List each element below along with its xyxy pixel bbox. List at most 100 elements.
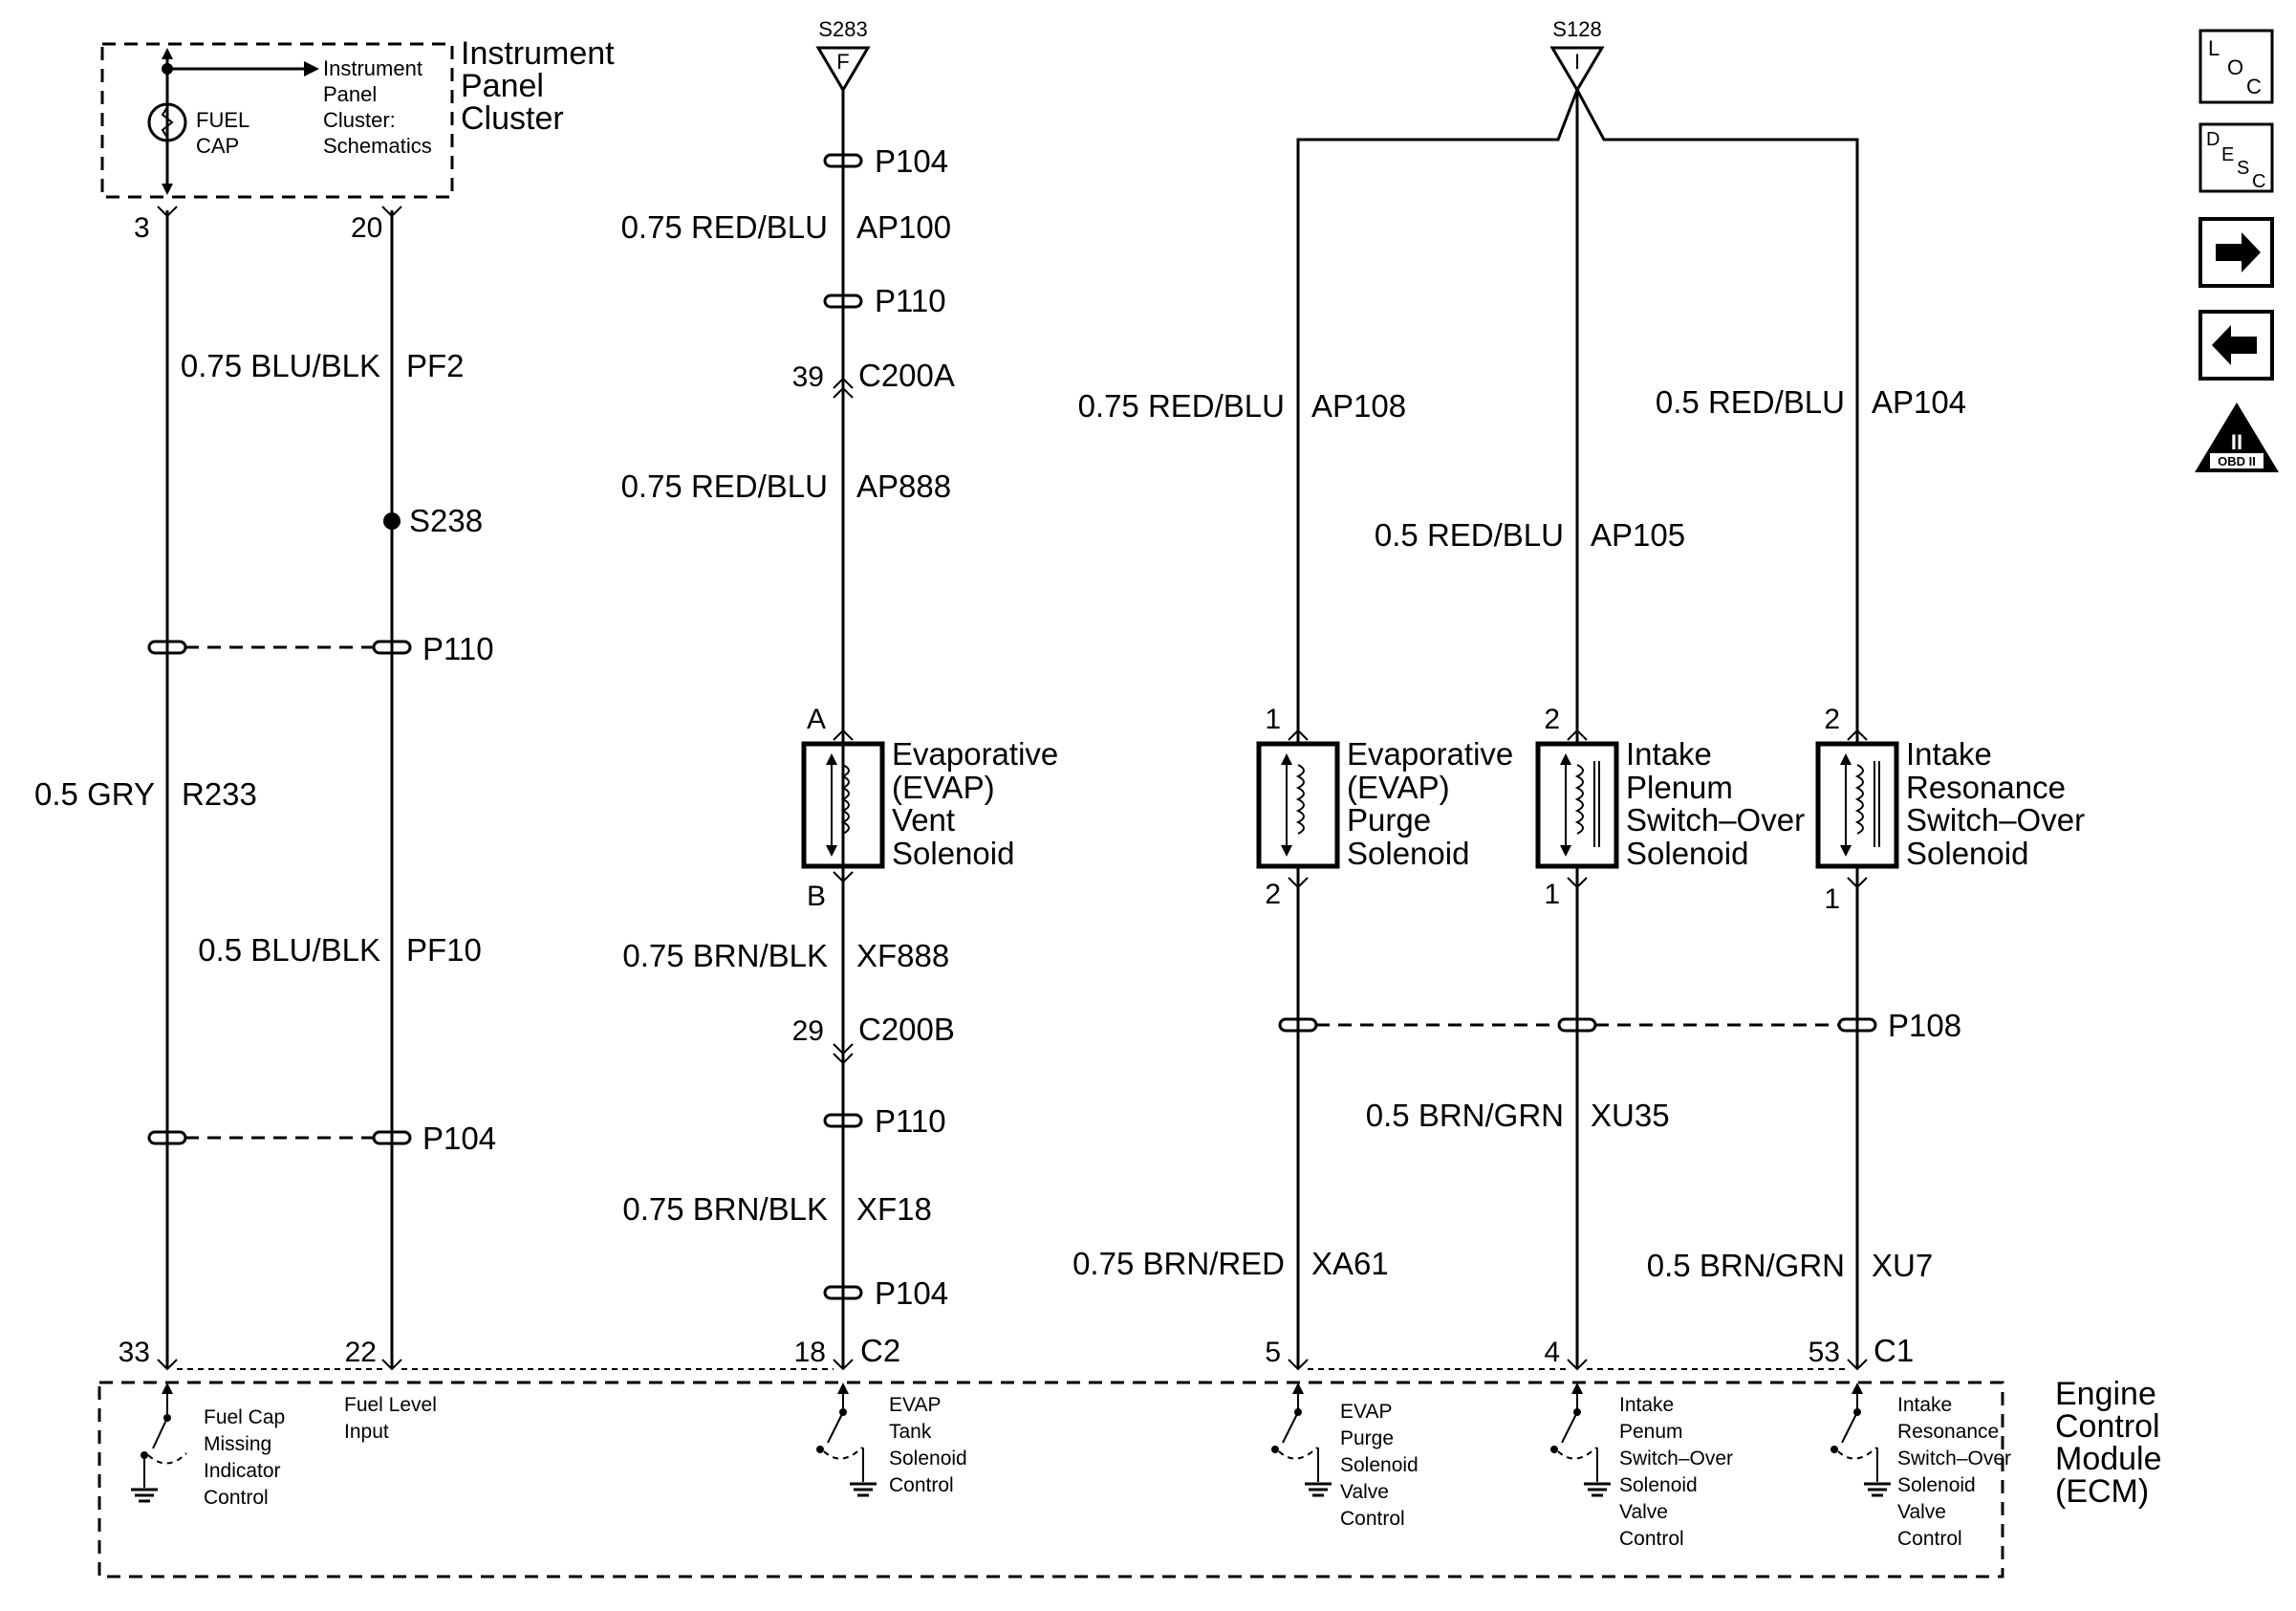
vent-solenoid-label-2: (EVAP) [892, 770, 995, 805]
pin-vent-b: B [807, 881, 826, 912]
connector-c2: C2 [860, 1333, 900, 1368]
ecm-title-2: Control [2055, 1408, 2160, 1445]
ecm-resonance-2: Resonance [1897, 1421, 1999, 1443]
instrument-panel-cluster-box [100, 42, 454, 199]
ecm-plenum-5: Valve [1619, 1501, 1668, 1523]
splice-s238 [383, 512, 401, 530]
wire-xu35-circuit: XU35 [1591, 1098, 1670, 1133]
wire-xf888-circuit: XF888 [856, 938, 949, 973]
resonance-solenoid-label-4: Solenoid [1906, 836, 2028, 871]
ecm-plenum-6: Control [1619, 1528, 1684, 1550]
connector-p110-top: P110 [875, 283, 946, 318]
fuel-cap-label-1: FUEL [196, 108, 249, 132]
wire-xu35-color: 0.5 BRN/GRN [1366, 1098, 1564, 1133]
plenum-solenoid-label-1: Intake [1626, 736, 1712, 772]
fuel-cap-sensor-icon [147, 102, 187, 142]
svg-text:OBD II: OBD II [2218, 454, 2256, 468]
svg-text:II: II [2231, 430, 2242, 454]
ipc-title-3: Cluster [461, 100, 564, 137]
schematics-link-arrow-icon[interactable] [304, 61, 319, 76]
pin-vent-a: A [807, 704, 826, 735]
splice-s128-icon [1549, 46, 1605, 93]
ecm-switch-evap-tank [816, 1382, 877, 1497]
splice-s283-letter: F [836, 50, 849, 74]
pin-plenum-2: 2 [1544, 704, 1560, 735]
ecm-plenum-1: Intake [1619, 1394, 1674, 1416]
pin-ipc-3: 3 [134, 212, 150, 244]
pin-ecm-53: 53 [1809, 1337, 1840, 1368]
ecm-evap-purge-1: EVAP [1340, 1401, 1392, 1423]
wire-ap108-color: 0.75 RED/BLU [1078, 388, 1285, 424]
wire-pf2-circuit: PF2 [406, 348, 465, 383]
pin-resonance-2: 2 [1824, 704, 1840, 735]
wire-pf10-circuit: PF10 [406, 932, 482, 968]
connector-p104-left: P104 [422, 1121, 496, 1156]
pin-c200a-39: 39 [792, 361, 824, 393]
ecm-evap-tank-4: Control [889, 1474, 954, 1496]
fuel-cap-label-2: CAP [196, 134, 239, 158]
intake-plenum-solenoid [1535, 741, 1619, 869]
arrow-right-icon[interactable] [2199, 217, 2274, 288]
wire-ap105-color: 0.5 RED/BLU [1375, 517, 1564, 553]
desc-icon[interactable]: D E S C [2199, 122, 2274, 193]
pin-ipc-20: 20 [351, 212, 382, 244]
ecm-fuel-cap-3: Indicator [204, 1460, 281, 1482]
pin-ecm-33: 33 [119, 1337, 150, 1368]
wire-ap104-color: 0.5 RED/BLU [1656, 384, 1845, 420]
svg-text:C: C [2246, 75, 2262, 98]
ecm-resonance-6: Control [1897, 1528, 1962, 1550]
obd-ii-icon[interactable]: II OBD II [2195, 403, 2279, 472]
ecm-plenum-3: Switch–Over [1619, 1448, 1733, 1469]
pin-ecm-5: 5 [1265, 1337, 1281, 1368]
pin-ecm-22: 22 [345, 1337, 377, 1368]
wire-ap108-circuit: AP108 [1311, 388, 1406, 424]
ecm-box [97, 1381, 2004, 1578]
wire-pf2-color: 0.75 BLU/BLK [181, 348, 380, 383]
loc-icon[interactable]: L O C [2199, 29, 2274, 104]
splice-s238-label: S238 [409, 503, 483, 538]
ipc-link-4[interactable]: Schematics [323, 134, 432, 158]
pin-plenum-1: 1 [1544, 879, 1560, 910]
svg-text:L: L [2208, 36, 2220, 60]
splice-s128-letter: I [1574, 50, 1580, 74]
vent-solenoid-label-3: Vent [892, 802, 955, 838]
wire-xf18-circuit: XF18 [856, 1191, 932, 1227]
ecm-switch-fuel-cap [131, 1382, 187, 1503]
evap-purge-solenoid [1256, 741, 1340, 869]
arrow-left-icon[interactable] [2199, 310, 2274, 381]
ecm-resonance-3: Switch–Over [1897, 1448, 2011, 1469]
connector-c1: C1 [1874, 1333, 1914, 1368]
wire-xf18-color: 0.75 BRN/BLK [622, 1191, 828, 1227]
plenum-solenoid-label-4: Solenoid [1626, 836, 1748, 871]
connector-p108: P108 [1888, 1008, 1961, 1043]
splice-s283-icon [815, 46, 871, 93]
ipc-link-3[interactable]: Cluster: [323, 108, 396, 132]
wire-r233-color: 0.5 GRY [34, 776, 155, 812]
ecm-title-3: Module [2055, 1441, 2162, 1477]
wire-pf10-color: 0.5 BLU/BLK [198, 932, 380, 968]
purge-solenoid-label-2: (EVAP) [1347, 770, 1450, 805]
pin-ecm-4: 4 [1544, 1337, 1560, 1368]
connector-p104-top: P104 [875, 143, 948, 179]
purge-solenoid-label-4: Solenoid [1347, 836, 1469, 871]
svg-text:C: C [2252, 171, 2265, 192]
ecm-fuel-cap-2: Missing [204, 1433, 271, 1455]
pin-resonance-1: 1 [1824, 883, 1840, 915]
ecm-evap-tank-3: Solenoid [889, 1448, 967, 1469]
ipc-link-1[interactable]: Instrument [323, 56, 422, 80]
ecm-title-1: Engine [2055, 1376, 2156, 1412]
ecm-switch-resonance [1830, 1382, 1891, 1497]
wire-xa61-color: 0.75 BRN/RED [1072, 1246, 1285, 1281]
ecm-fuel-level-2: Input [344, 1421, 389, 1443]
ecm-evap-purge-5: Control [1340, 1508, 1405, 1530]
wire-ap100-color: 0.75 RED/BLU [621, 209, 828, 245]
pin-c200b-29: 29 [792, 1015, 824, 1047]
ecm-evap-purge-3: Solenoid [1340, 1454, 1419, 1476]
plenum-solenoid-label-2: Plenum [1626, 770, 1733, 805]
pin-ecm-18: 18 [794, 1337, 826, 1368]
ecm-resonance-4: Solenoid [1897, 1474, 1976, 1496]
ipc-title-1: Instrument [461, 35, 615, 72]
ecm-fuel-cap-4: Control [204, 1487, 269, 1509]
ipc-link-2[interactable]: Panel [323, 82, 377, 106]
